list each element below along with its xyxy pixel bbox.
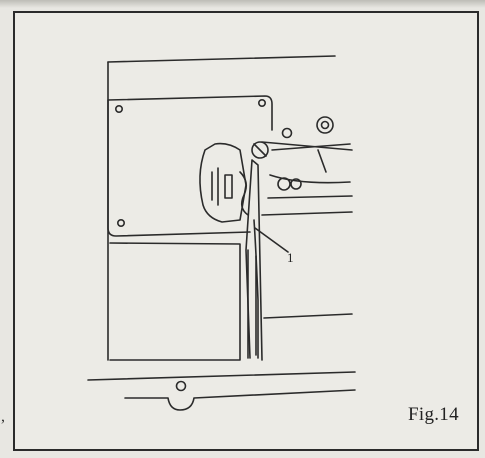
- top-edge-line: [107, 55, 336, 63]
- bed-line-mid: [263, 313, 353, 319]
- plate-screw-top-right: [257, 99, 266, 108]
- callout-label-1: 1: [287, 250, 294, 265]
- tension-spring: [239, 171, 249, 216]
- guide-post-a: [277, 177, 291, 191]
- face-plate: [107, 95, 273, 237]
- thread-line: [253, 219, 259, 359]
- arm-lower-edge: [261, 211, 353, 216]
- tension-disk-lines: [211, 167, 233, 206]
- plate-screw-top-left: [115, 105, 124, 114]
- plate-screw-bottom-left: [117, 219, 126, 228]
- bed-screw: [175, 380, 187, 392]
- scan-edge: [0, 0, 485, 8]
- lower-panel: [109, 242, 241, 361]
- figure-caption: Fig.14: [408, 404, 459, 425]
- guide-post-b: [290, 178, 302, 190]
- callout-leader: [254, 227, 289, 253]
- bed-line-lower: [124, 389, 356, 411]
- arm-knob-inner: [320, 120, 330, 130]
- arm-side-edge: [317, 149, 327, 173]
- machine-arm: [261, 141, 353, 199]
- needle-bar: [245, 159, 263, 361]
- arm-knob-outer: [316, 116, 334, 134]
- tension-assembly: [199, 142, 247, 223]
- small-stud: [281, 127, 293, 139]
- bed-line-upper: [87, 371, 356, 381]
- figure-frame: [13, 11, 479, 451]
- stray-comma: ,: [1, 408, 5, 425]
- screw-head: [251, 141, 269, 159]
- screw-slot: [253, 143, 267, 157]
